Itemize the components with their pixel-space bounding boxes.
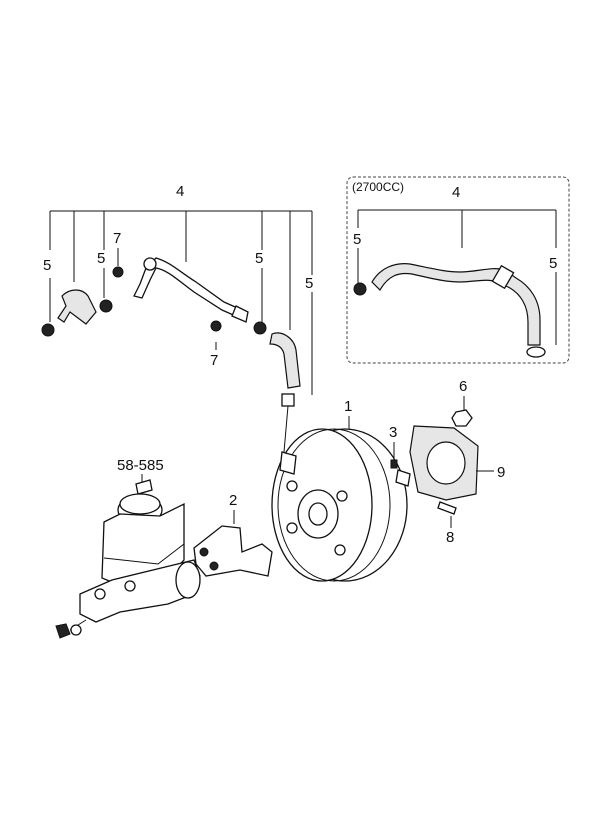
nut-6: [451, 409, 473, 427]
vacuum-check-fitting: [279, 451, 297, 475]
elbow-hose-left: [57, 289, 97, 325]
callout-7-leaders: [117, 248, 217, 350]
elbow-hose-right: [269, 332, 301, 389]
master-cylinder-body: [79, 559, 201, 623]
inset-2700cc: (2700CC) 4 5 5: [346, 176, 570, 364]
inset-callout-4: 4: [452, 184, 460, 201]
bracket-nut-2: [209, 561, 219, 571]
inset-clamp-left: [353, 282, 367, 296]
gasket-assembly: 3 6 9 8: [389, 378, 505, 546]
clamp-left-2: [99, 299, 113, 313]
clip-7-bottom: [210, 320, 222, 332]
gasket-hole: [426, 441, 466, 485]
inset-frame: [346, 176, 570, 364]
washer-front: [55, 623, 71, 639]
booster-stud-1: [286, 480, 298, 492]
callout-7-bottom: 7: [210, 352, 218, 369]
reservoir-cap-seal: [135, 479, 153, 495]
master-cylinder-flange: [175, 561, 201, 599]
booster-leader-hose: [283, 405, 289, 453]
callout-58-585: 58-585: [117, 457, 164, 474]
inset-callout-5-left: 5: [353, 231, 361, 248]
clip-7-top: [112, 266, 124, 278]
callout-5-leaders: [49, 268, 313, 395]
clamp-left: [41, 323, 55, 337]
callout-5-c: 5: [255, 250, 263, 267]
booster-stud-2: [336, 490, 348, 502]
inset-leader-lines: [357, 209, 557, 345]
booster-hub-inner: [308, 502, 328, 526]
inset-title: (2700CC): [352, 180, 404, 194]
port-1: [94, 588, 106, 600]
inset-hose: [371, 263, 541, 346]
pipe-end-clamp: [143, 257, 157, 271]
master-cylinder-assembly: 58-585: [55, 457, 201, 639]
callout-3: 3: [389, 424, 397, 441]
callout-5-a: 5: [43, 257, 51, 274]
port-2: [124, 580, 136, 592]
pin-3: [390, 459, 398, 469]
callout-5-b: 5: [97, 250, 105, 267]
check-valve: [281, 393, 295, 407]
clamp-mid: [253, 321, 267, 335]
vacuum-hose-assembly: 4 5 5 7 5 5 7: [41, 183, 313, 407]
inset-callout-5-right: 5: [549, 255, 557, 272]
reservoir-level-line: [103, 543, 185, 565]
callout-7-top: 7: [113, 230, 121, 247]
inset-hose-clamp: [491, 264, 515, 290]
callout-2: 2: [229, 492, 237, 509]
reservoir-cap-top: [119, 493, 161, 515]
inset-clamp-right: [526, 346, 546, 358]
booster-rim: [277, 428, 391, 582]
booster-stud-3: [286, 522, 298, 534]
bracket-nut-1: [199, 547, 209, 557]
bolt-8: [437, 501, 457, 515]
callout-9: 9: [497, 464, 505, 481]
bracket-assembly: 2: [193, 492, 273, 577]
brake-booster: 1: [271, 398, 411, 582]
callout-8: 8: [446, 529, 454, 546]
callout-5-d: 5: [305, 275, 313, 292]
booster-stud-4: [334, 544, 346, 556]
callout-4: 4: [176, 183, 184, 200]
nut-front: [70, 624, 82, 636]
pipe-fitting: [231, 305, 249, 323]
callout-6: 6: [459, 378, 467, 395]
hose-leader-lines: [49, 210, 313, 330]
callout-1: 1: [344, 398, 352, 415]
booster-rear-mount: [395, 469, 411, 487]
